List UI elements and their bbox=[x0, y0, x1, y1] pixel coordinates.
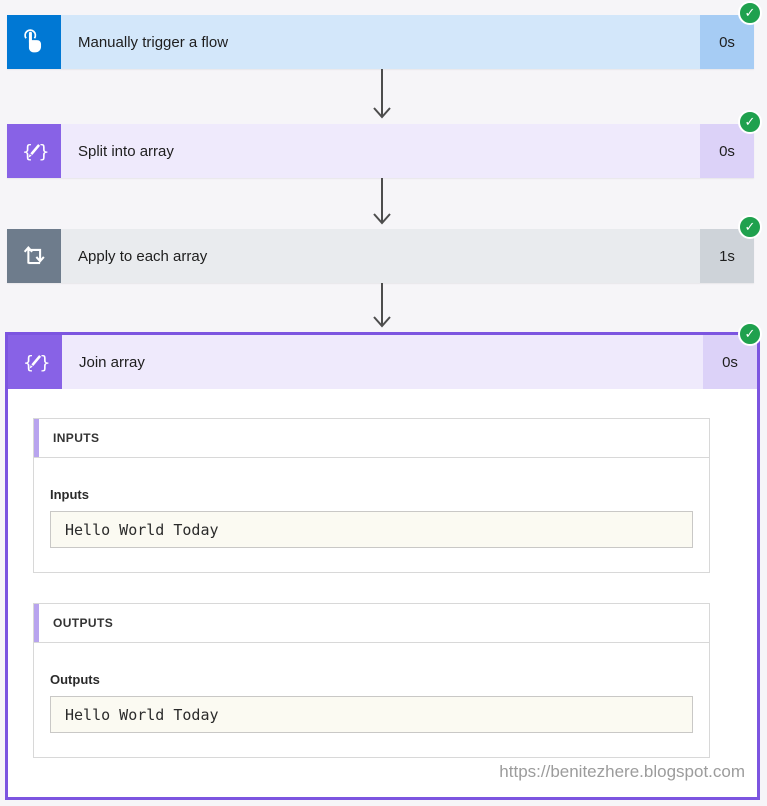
inputs-section-body: Inputs Hello World Today bbox=[33, 458, 710, 573]
svg-text:}: } bbox=[38, 142, 49, 163]
inputs-field-label: Inputs bbox=[50, 487, 89, 502]
step-title: Manually trigger a flow bbox=[61, 15, 700, 69]
manual-trigger-icon bbox=[7, 15, 61, 69]
step-card-manually-trigger[interactable]: Manually trigger a flow 0s ✓ bbox=[7, 1, 762, 69]
status-success-icon: ✓ bbox=[738, 322, 762, 346]
step-card-apply-to-each[interactable]: Apply to each array 1s ✓ bbox=[7, 215, 762, 283]
outputs-field-label: Outputs bbox=[50, 672, 100, 687]
inputs-section-label: INPUTS bbox=[53, 431, 100, 445]
section-accent-bar bbox=[34, 419, 39, 457]
status-success-icon: ✓ bbox=[738, 110, 762, 134]
status-success-icon: ✓ bbox=[738, 215, 762, 239]
status-success-icon: ✓ bbox=[738, 1, 762, 25]
outputs-section: OUTPUTS Outputs Hello World Today bbox=[33, 603, 710, 758]
outputs-value-box: Hello World Today bbox=[50, 696, 693, 733]
inputs-section: INPUTS Inputs Hello World Today bbox=[33, 418, 710, 573]
outputs-section-body: Outputs Hello World Today bbox=[33, 643, 710, 758]
connector-arrow-icon bbox=[373, 69, 391, 119]
outputs-section-label: OUTPUTS bbox=[53, 616, 114, 630]
apply-to-each-loop-icon bbox=[7, 229, 61, 283]
connector-arrow-icon bbox=[373, 283, 391, 328]
join-array-header[interactable]: { } Join array 0s bbox=[8, 335, 757, 389]
section-accent-bar bbox=[34, 604, 39, 642]
inputs-value-box: Hello World Today bbox=[50, 511, 693, 548]
svg-text:{: { bbox=[23, 353, 34, 374]
connector-arrow-icon bbox=[373, 178, 391, 225]
data-operation-icon: { } bbox=[7, 124, 61, 178]
watermark-url: https://benitezhere.blogspot.com bbox=[499, 762, 745, 781]
step-card-split-into-array[interactable]: { } Split into array 0s ✓ bbox=[7, 110, 762, 178]
outputs-section-header: OUTPUTS bbox=[33, 603, 710, 643]
inputs-section-header: INPUTS bbox=[33, 418, 710, 458]
data-operation-icon: { } bbox=[8, 335, 62, 389]
step-title: Apply to each array bbox=[61, 229, 700, 283]
step-title: Join array bbox=[62, 335, 703, 389]
step-title: Split into array bbox=[61, 124, 700, 178]
svg-text:}: } bbox=[39, 353, 50, 374]
step-card-join-array-expanded: { } Join array 0s ✓ INPUTS Inputs Hello bbox=[5, 322, 762, 800]
svg-text:{: { bbox=[22, 142, 33, 163]
